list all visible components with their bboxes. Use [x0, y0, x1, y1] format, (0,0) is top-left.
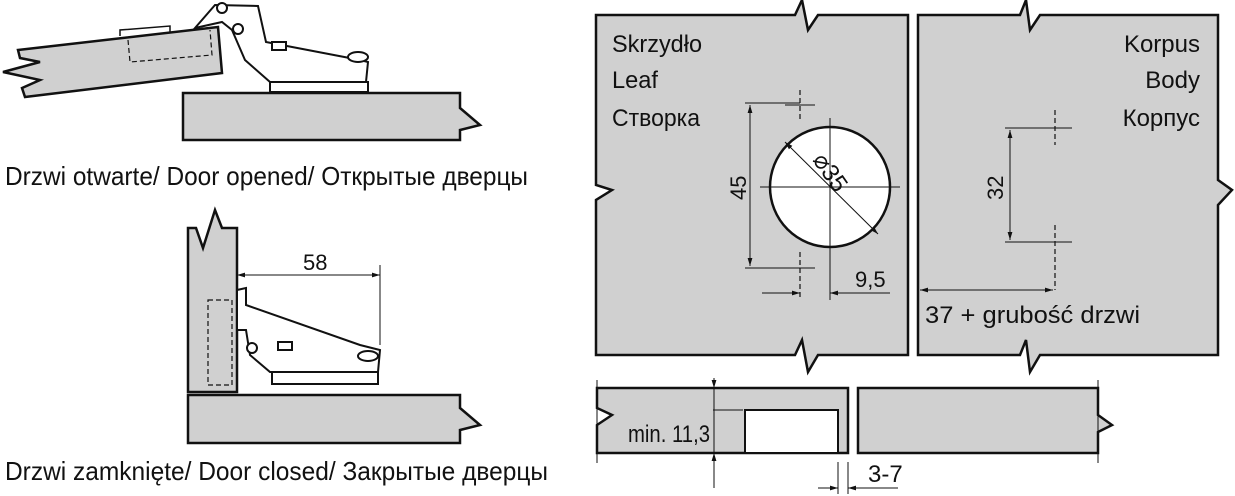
leaf-label-ru: Створка [612, 105, 701, 132]
hinge-closed [236, 286, 382, 373]
dimension-32: 32 [983, 176, 1008, 200]
cup-bore-section [744, 409, 839, 454]
section-view: min. 11,3 3-7 [595, 378, 1115, 494]
dimension-gap-3-7: 3-7 [868, 461, 903, 488]
door-closed-caption: Drzwi zamknięte/ Door closed/ Закрытые д… [5, 456, 548, 486]
carcass-panel-closed [186, 393, 483, 445]
leaf-front-view: Skrzydło Leaf Створка 45 ⌀35 9,5 [594, 0, 910, 376]
door-panel-open [2, 25, 224, 99]
body-section [856, 386, 1115, 455]
body-label-en: Body [1145, 67, 1200, 94]
dimension-37-plus-door: 37 + grubość drzwi [925, 302, 1140, 329]
door-panel-closed [186, 206, 239, 394]
dimension-45: 45 [726, 176, 751, 200]
body-panel [916, 0, 1234, 376]
leaf-label-pl: Skrzydło [612, 31, 702, 58]
carcass-panel-open [181, 91, 483, 142]
body-label-pl: Korpus [1124, 31, 1200, 58]
leaf-label-en: Leaf [612, 67, 658, 94]
body-front-view: Korpus Body Корпус 32 37 + grubość drzwi [916, 0, 1234, 376]
dimension-min-11-3: min. 11,3 [628, 421, 710, 448]
dimension-9-5: 9,5 [855, 267, 886, 292]
door-closed-drawing: 58 Drzwi zamknięte/ Door closed/ Закрыты… [5, 206, 548, 486]
door-opened-caption: Drzwi otwarte/ Door opened/ Открытые две… [5, 161, 528, 191]
body-label-ru: Корпус [1123, 105, 1200, 132]
dimension-58: 58 [303, 250, 327, 275]
door-opened-drawing: Drzwi otwarte/ Door opened/ Открытые две… [2, 2, 528, 191]
